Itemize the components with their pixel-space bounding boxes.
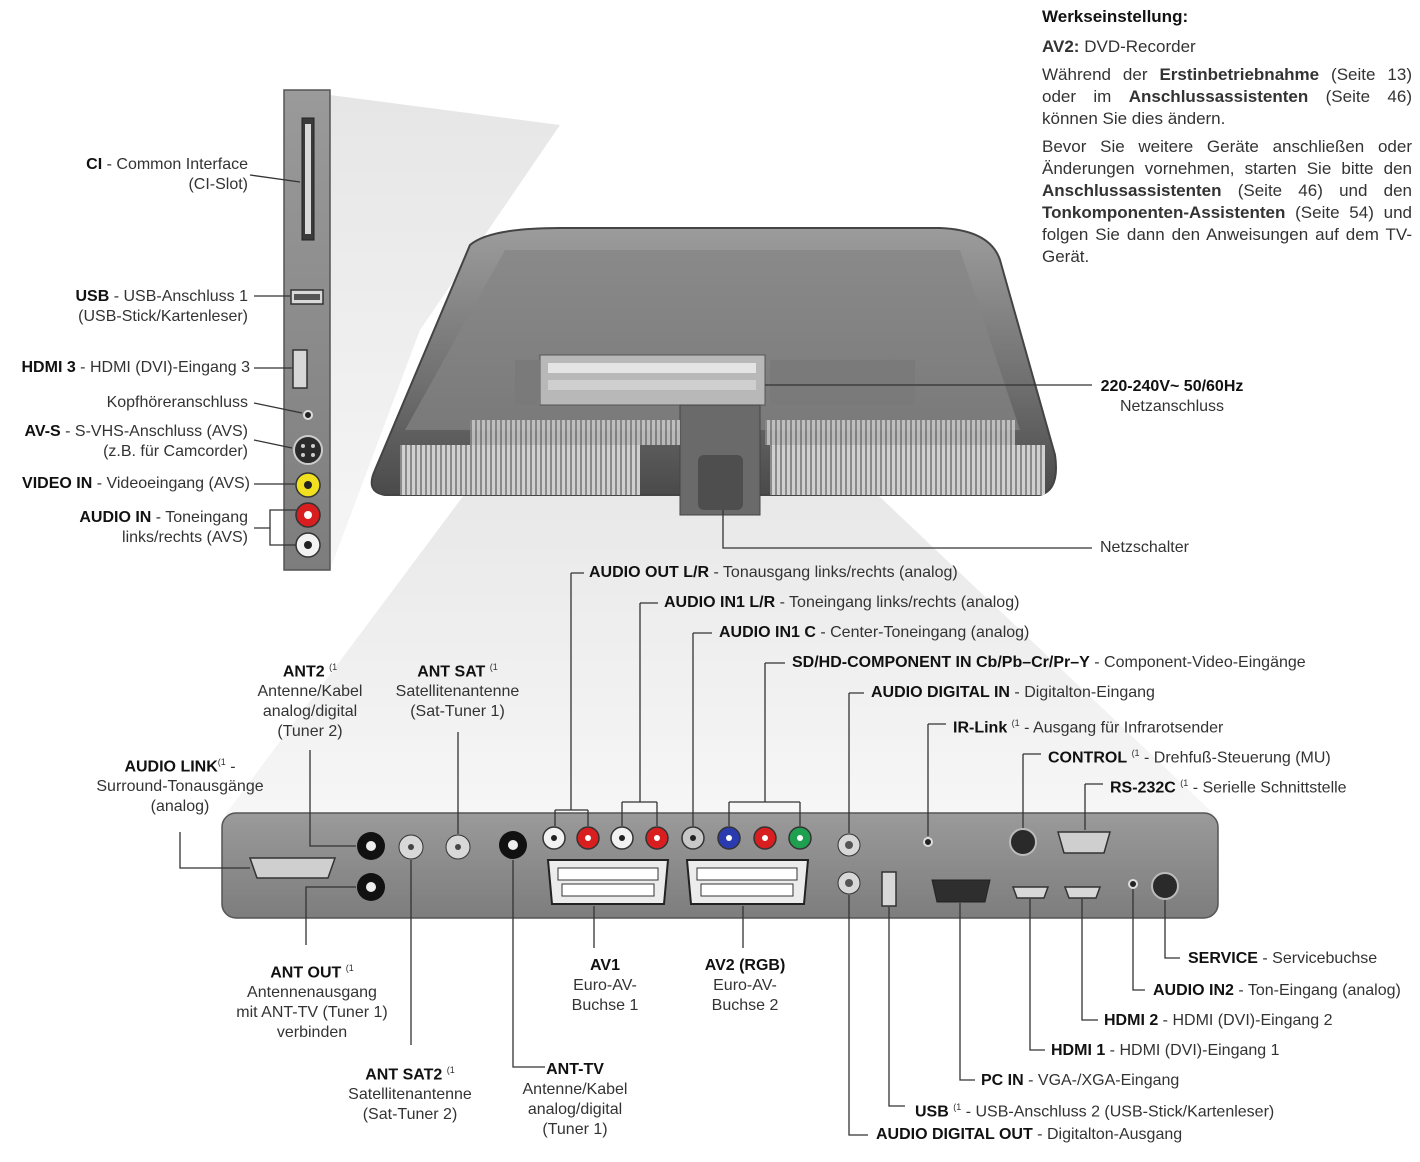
label-ir-link: IR-Link (1 - Ausgang für Infrarotsender xyxy=(953,718,1224,737)
label-audio-in1: AUDIO IN1 L/R - Toneingang links/rechts … xyxy=(664,594,1020,611)
projection-fan-side xyxy=(330,95,560,570)
label-rs232c: RS-232C (1 - Serielle Schnittstelle xyxy=(1110,778,1347,797)
projection-fan-bottom xyxy=(225,440,1215,815)
bottom-connector-panel xyxy=(221,812,1219,919)
label-video-in: VIDEO IN - Videoeingang (AVS) xyxy=(22,475,250,492)
label-control: CONTROL (1 - Drehfuß-Steuerung (MU) xyxy=(1048,748,1331,767)
label-power-switch: Netzschalter xyxy=(1100,539,1189,556)
label-headphone: Kopfhöreranschluss xyxy=(106,394,248,411)
label-audio-digital-out: AUDIO DIGITAL OUT - Digitalton-Ausgang xyxy=(876,1126,1183,1143)
label-service: SERVICE - Servicebuchse xyxy=(1188,950,1378,967)
side-connector-panel xyxy=(283,89,331,571)
notes-av2: AV2: DVD-Recorder xyxy=(1042,37,1196,56)
tv-back-view xyxy=(370,227,1057,516)
notes-heading: Werkseinstellung: xyxy=(1042,7,1189,26)
label-usb1: USB - USB-Anschluss 1(USB-Stick/Kartenle… xyxy=(75,288,249,325)
label-av2: AV2 (RGB)Euro-AV-Buchse 2 xyxy=(704,957,786,1014)
label-audio-in1-c: AUDIO IN1 C - Center-Toneingang (analog) xyxy=(719,624,1030,641)
label-audio-in2: AUDIO IN2 - Ton-Eingang (analog) xyxy=(1153,982,1401,999)
label-audio-digital-in: AUDIO DIGITAL IN - Digitalton-Eingang xyxy=(871,684,1155,701)
label-audio-link: AUDIO LINK(1 -Surround-Tonausgänge(analo… xyxy=(96,757,264,816)
leader-lines xyxy=(179,174,1180,1136)
label-audio-out: AUDIO OUT L/R - Tonausgang links/rechts … xyxy=(589,564,958,581)
notes-paragraph-2: Bevor Sie weitere Geräte anschließen ode… xyxy=(1042,137,1412,266)
notes-paragraph-1: Während der Erstinbetriebnahme (Seite 13… xyxy=(1042,65,1412,128)
factory-settings-notes: Werkseinstellung: AV2: DVD-Recorder Währ… xyxy=(1042,6,1412,274)
label-hdmi1: HDMI 1 - HDMI (DVI)-Eingang 1 xyxy=(1051,1042,1280,1059)
label-hdmi2: HDMI 2 - HDMI (DVI)-Eingang 2 xyxy=(1104,1012,1333,1029)
label-hdmi3: HDMI 3 - HDMI (DVI)-Eingang 3 xyxy=(21,359,251,376)
label-component-in: SD/HD-COMPONENT IN Cb/Pb–Cr/Pr–Y - Compo… xyxy=(792,654,1306,671)
label-ci: CI - Common Interface(CI-Slot) xyxy=(86,156,248,193)
label-pc-in: PC IN - VGA-/XGA-Eingang xyxy=(981,1072,1180,1089)
label-avs: AV-S - S-VHS-Anschluss (AVS)(z.B. für Ca… xyxy=(24,423,248,460)
label-usb2: USB (1 - USB-Anschluss 2 (USB-Stick/Kart… xyxy=(915,1102,1275,1121)
